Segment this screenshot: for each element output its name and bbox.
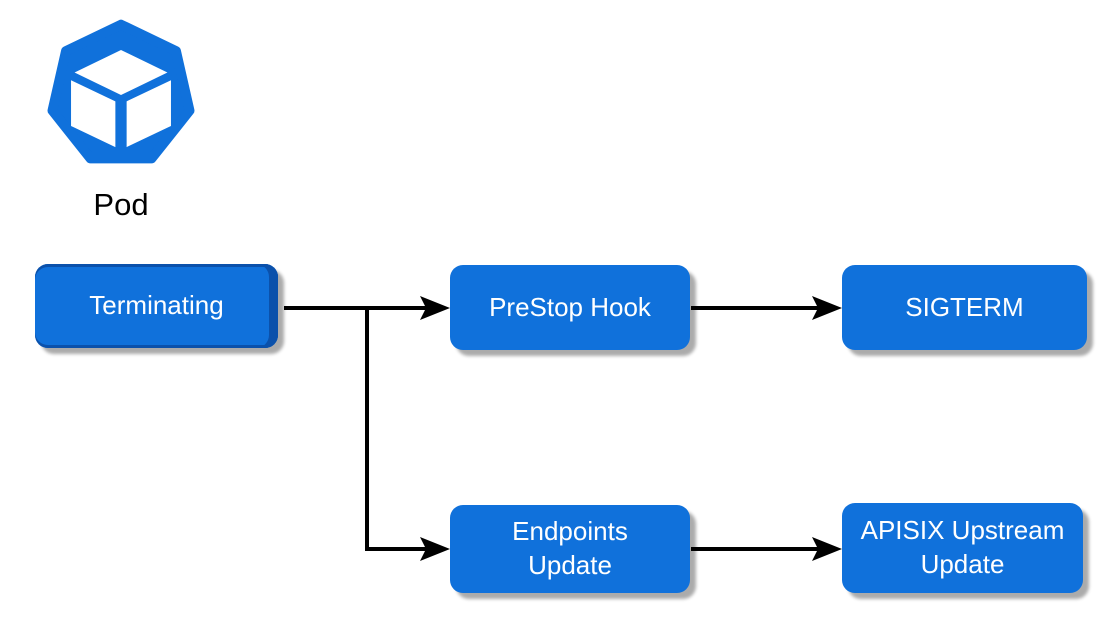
pod-figure: Pod (45, 14, 197, 220)
node-endpoints-update: Endpoints Update (450, 505, 690, 593)
arrow-terminating-to-prestop (284, 296, 450, 320)
node-sigterm: SIGTERM (842, 265, 1087, 350)
arrow-prestop-to-sigterm (691, 296, 842, 320)
node-apisix-upstream-update: APISIX Upstream Update (842, 503, 1083, 593)
node-terminating: Terminating (35, 264, 278, 348)
kubernetes-pod-icon (47, 19, 195, 164)
arrow-endpoints-to-apisix (691, 537, 842, 561)
pod-label: Pod (93, 187, 149, 222)
cube-right-face (126, 80, 171, 148)
node-prestop-hook: PreStop Hook (450, 265, 690, 350)
arrow-terminating-to-endpoints (365, 306, 450, 561)
cube-left-face (71, 80, 116, 148)
